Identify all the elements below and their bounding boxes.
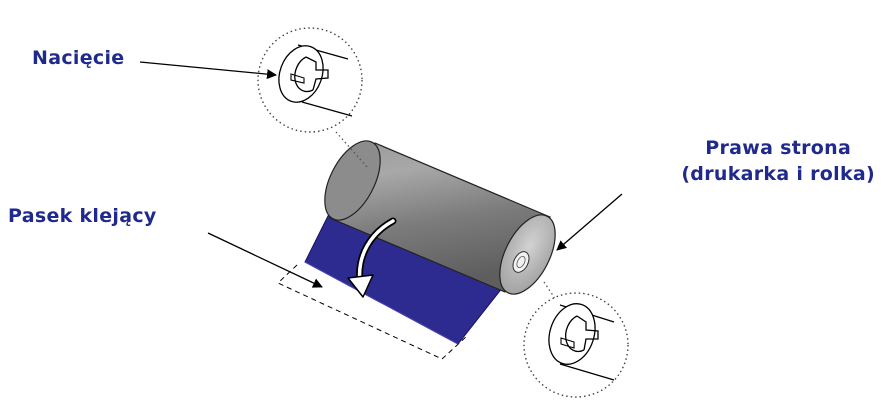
right-side-label: Prawa strona (drukarka i rolka) (681, 136, 875, 187)
adhesive-strip-leader-arrow (207, 232, 323, 288)
right-side-label-line2: (drukarka i rolka) (681, 162, 875, 185)
core-notch-icon (278, 44, 353, 117)
leader-arrows (139, 61, 623, 288)
notch-leader-arrow (139, 61, 277, 80)
adhesive-strip-label: Pasek klejący (8, 205, 157, 227)
right-side-label-line1: Prawa strona (705, 137, 852, 159)
notch-detail-callout (257, 27, 368, 168)
notch-label: Nacięcie (32, 47, 125, 69)
right-core-detail-callout (523, 281, 629, 398)
adhesive-strip-outline (277, 264, 468, 360)
right-side-leader-arrow (556, 193, 623, 251)
core-end-icon (548, 303, 615, 381)
rotation-arrow-icon (347, 217, 397, 298)
ribbon-roll (324, 140, 556, 295)
